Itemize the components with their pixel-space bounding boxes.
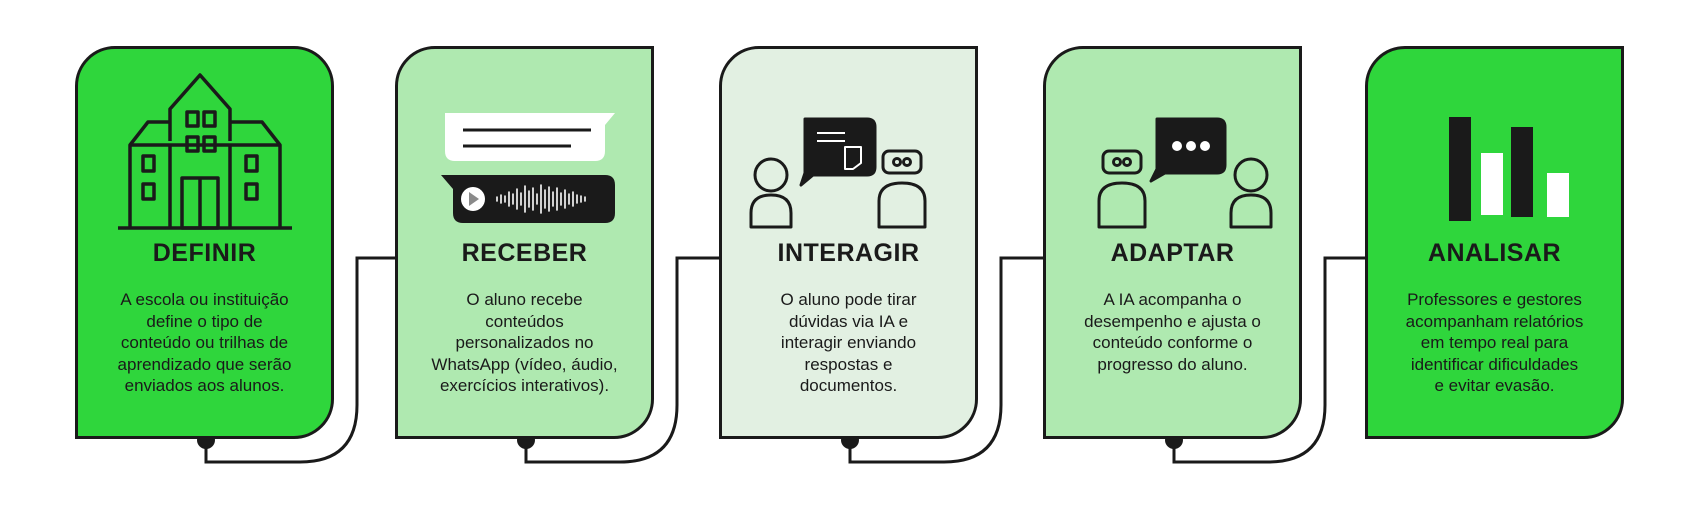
- student-ai-chat-icon: [722, 73, 975, 233]
- step-description-interagir: O aluno pode tirar dúvidas via IA e inte…: [780, 290, 917, 395]
- step-title-interagir: INTERAGIR: [777, 239, 920, 267]
- step-description-definir: A escola ou instituição define o tipo de…: [117, 290, 292, 395]
- step-title-receber: RECEBER: [461, 239, 588, 267]
- school-building-icon: [78, 73, 331, 233]
- step-description-receber: O aluno recebe conteúdos personalizados …: [431, 290, 618, 395]
- step-description-analisar: Professores e gestores acompanham relató…: [1405, 290, 1584, 395]
- step-title-analisar: ANALISAR: [1427, 239, 1562, 267]
- connector-2-3: [524, 256, 719, 464]
- message-and-audio-icon: [398, 73, 651, 233]
- step-card-interagir: INTERAGIR O aluno pode tirar dúvidas via…: [719, 46, 978, 439]
- step-card-receber: RECEBER O aluno recebe conteúdos persona…: [395, 46, 654, 439]
- step-title-definir: DEFINIR: [152, 239, 257, 267]
- step-title-adaptar: ADAPTAR: [1110, 239, 1235, 267]
- step-description-adaptar: A IA acompanha o desempenho e ajusta o c…: [1084, 290, 1261, 374]
- step-card-analisar: ANALISAR Professores e gestores acompanh…: [1365, 46, 1624, 439]
- step-card-definir: DEFINIR A escola ou instituição define o…: [75, 46, 334, 439]
- connector-1-2: [204, 256, 395, 464]
- connector-4-5: [1172, 256, 1365, 464]
- ai-student-chat-icon: [1046, 73, 1299, 233]
- step-card-adaptar: ADAPTAR A IA acompanha o desempenho e aj…: [1043, 46, 1302, 439]
- bar-chart-icon: [1368, 73, 1621, 233]
- connector-3-4: [848, 256, 1043, 464]
